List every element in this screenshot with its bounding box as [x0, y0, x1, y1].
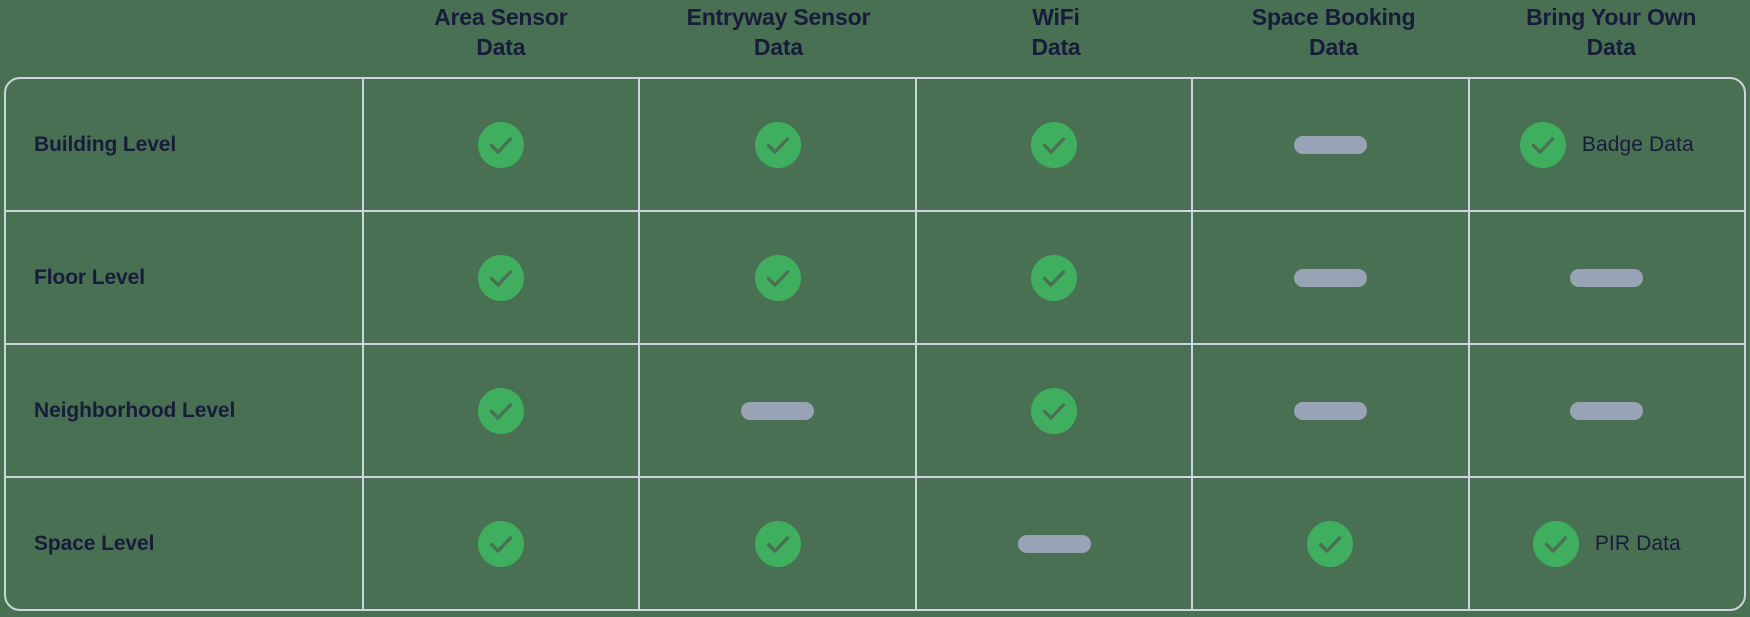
check-circle-icon	[478, 254, 525, 301]
matrix-cell-available: PIR Data	[1470, 478, 1744, 609]
matrix-cell-unavailable	[1470, 345, 1744, 476]
matrix-cell-available	[364, 212, 641, 343]
matrix-cell-available: Badge Data	[1470, 79, 1744, 210]
row-label-text: Neighborhood Level	[34, 398, 236, 422]
matrix-cell-available	[640, 212, 917, 343]
matrix-cell-unavailable	[917, 478, 1194, 609]
check-circle-icon	[1031, 254, 1078, 301]
matrix-column-header-row: Area Sensor Data Entryway Sensor Data Wi…	[0, 0, 1750, 77]
check-circle-icon	[478, 121, 525, 168]
matrix-cell-unavailable	[1470, 212, 1744, 343]
row-label-text: Floor Level	[34, 265, 145, 289]
check-circle-icon	[478, 387, 525, 434]
check-circle-icon	[478, 520, 525, 567]
matrix-cell-available	[1193, 478, 1470, 609]
column-header-area-sensor-data: Area Sensor Data	[434, 4, 568, 61]
dash-icon	[1293, 401, 1367, 420]
dash-icon	[1570, 268, 1644, 287]
matrix-cell-available	[364, 345, 641, 476]
check-circle-icon	[1031, 387, 1078, 434]
check-circle-icon	[1031, 121, 1078, 168]
row-label-neighborhood-level: Neighborhood Level	[6, 345, 364, 476]
matrix-cell-unavailable	[640, 345, 917, 476]
column-header-wifi-data: WiFi Data	[1031, 4, 1081, 61]
check-circle-icon	[1307, 520, 1354, 567]
dash-icon	[1570, 401, 1644, 420]
matrix-cell-unavailable	[1193, 212, 1470, 343]
row-label-text: Building Level	[34, 132, 177, 156]
matrix-cell-available	[364, 79, 641, 210]
dash-icon	[1293, 268, 1367, 287]
matrix-row: Building Level Badge Data	[6, 79, 1744, 212]
row-label-floor-level: Floor Level	[6, 212, 364, 343]
matrix-cell-unavailable	[1193, 345, 1470, 476]
row-label-space-level: Space Level	[6, 478, 364, 609]
column-header-entryway-sensor-data: Entryway Sensor Data	[686, 4, 871, 61]
check-circle-icon	[754, 121, 801, 168]
check-circle-icon	[1532, 520, 1579, 567]
matrix-cell-available	[917, 212, 1194, 343]
matrix-cell-available	[917, 345, 1194, 476]
matrix-row: Space Level PIR Data	[6, 478, 1744, 609]
dash-icon	[1293, 135, 1367, 154]
column-header-space-booking-data: Space Booking Data	[1251, 4, 1416, 61]
matrix-cell-available	[640, 79, 917, 210]
matrix-cell-unavailable	[1193, 79, 1470, 210]
row-label-text: Space Level	[34, 531, 155, 555]
cell-note-label: PIR Data	[1594, 531, 1681, 555]
check-circle-icon	[1519, 121, 1566, 168]
cell-note-label: Badge Data	[1581, 132, 1694, 156]
matrix-cell-available	[364, 478, 641, 609]
matrix-cell-available	[640, 478, 917, 609]
dash-icon	[1017, 534, 1091, 553]
matrix-row: Neighborhood Level	[6, 345, 1744, 478]
column-header-bring-your-own-data: Bring Your Own Data	[1526, 4, 1697, 61]
check-circle-icon	[754, 254, 801, 301]
matrix-row: Floor Level	[6, 212, 1744, 345]
check-circle-icon	[754, 520, 801, 567]
matrix-cell-available	[917, 79, 1194, 210]
row-label-building-level: Building Level	[6, 79, 364, 210]
dash-icon	[741, 401, 815, 420]
